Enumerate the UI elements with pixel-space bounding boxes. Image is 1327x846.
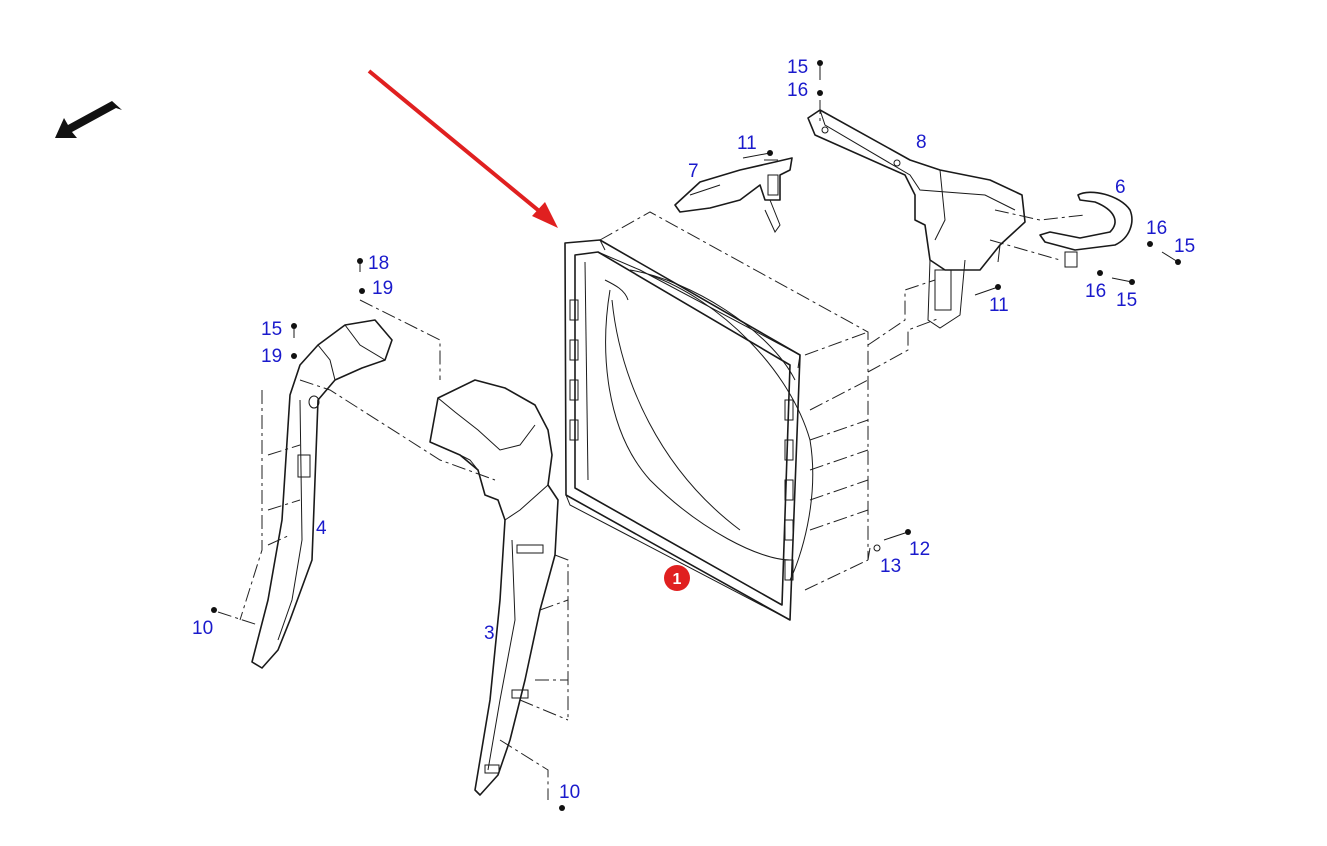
callout-10-left: 10 (192, 618, 213, 639)
assembly-lines (217, 100, 1086, 800)
callout-12: 12 (909, 539, 930, 560)
callout-16-top: 16 (787, 80, 808, 101)
callout-6: 6 (1115, 177, 1126, 198)
callout-15-top: 15 (787, 57, 808, 78)
fasteners (211, 60, 1181, 811)
red-pointer-arrow (367, 69, 558, 228)
callout-7: 7 (688, 161, 699, 182)
callout-15-left: 15 (261, 319, 282, 340)
main-bracket (807, 109, 1026, 329)
highlight-badge-label: 1 (673, 571, 682, 588)
callout-13: 13 (880, 556, 901, 577)
left-duct-4 (251, 319, 393, 669)
fan-shroud-frame (564, 239, 814, 621)
callout-11-top: 11 (737, 133, 757, 154)
callout-4: 4 (316, 518, 327, 539)
callout-19-a: 19 (372, 278, 393, 299)
hook-bracket-6 (1039, 191, 1133, 268)
callout-15-lower: 15 (1116, 290, 1137, 311)
highlight-badge: 1 (664, 565, 690, 591)
direction-arrow-icon (55, 101, 122, 138)
callout-16-right: 16 (1146, 218, 1167, 239)
callout-16-lower: 16 (1085, 281, 1106, 302)
callout-8: 8 (916, 132, 927, 153)
callout-10-bottom: 10 (559, 782, 580, 803)
callout-18: 18 (368, 253, 389, 274)
callout-15-right: 15 (1174, 236, 1195, 257)
small-bracket-7 (674, 157, 793, 233)
callout-11-mid: 11 (989, 295, 1009, 316)
callout-3: 3 (484, 623, 495, 644)
right-duct-3 (429, 379, 559, 796)
callout-19-b: 19 (261, 346, 282, 367)
